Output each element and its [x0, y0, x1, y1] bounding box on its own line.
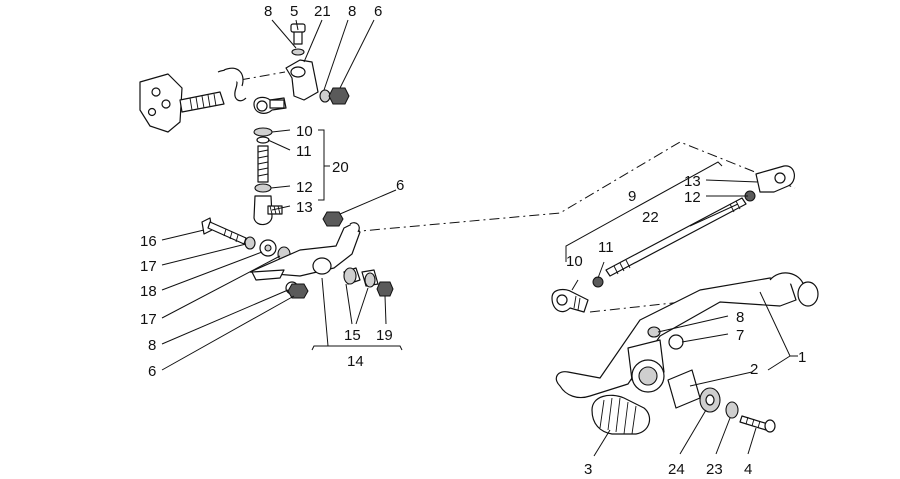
rear-linkage-rod: [551, 165, 795, 313]
callout-12-right: 12: [684, 189, 701, 206]
callout-23: 23: [706, 461, 723, 478]
callout-8-top-right: 8: [348, 3, 356, 20]
callout-16: 16: [140, 233, 157, 250]
callout-6-middle: 6: [396, 177, 404, 194]
callout-19: 19: [376, 327, 393, 344]
leader-lines: [161, 19, 798, 457]
lower-shift-lever: [249, 222, 394, 299]
callout-8-top: 8: [264, 3, 272, 20]
callout-17-lower: 17: [140, 311, 157, 328]
callout-13-right: 13: [684, 173, 701, 190]
callout-20: 20: [332, 159, 349, 176]
callout-5: 5: [290, 3, 298, 20]
callout-15: 15: [344, 327, 361, 344]
callout-7: 7: [736, 327, 744, 344]
callout-14: 14: [347, 353, 364, 370]
callout-10-right: 10: [566, 253, 583, 270]
callout-numbers: 8 5 21 8 6 10 11 20 12 13 6 16 17 18 17 …: [140, 3, 806, 478]
upper-shift-arm: [285, 23, 350, 105]
callout-24: 24: [668, 461, 685, 478]
callout-3: 3: [584, 461, 592, 478]
callout-6-top: 6: [374, 3, 382, 20]
assembly-guide-lines: [239, 71, 796, 313]
callout-8-left: 8: [148, 337, 156, 354]
upper-ball-joint: [253, 96, 287, 114]
shaft-spline: [189, 93, 217, 111]
callout-6-left: 6: [148, 363, 156, 380]
callout-11-left: 11: [296, 143, 312, 160]
gearbox-shaft-assembly: [139, 67, 247, 133]
callout-4: 4: [744, 461, 752, 478]
pivot-bolt-16: [201, 217, 291, 262]
callout-22: 22: [642, 209, 659, 226]
callout-1: 1: [798, 349, 806, 366]
callout-10-left: 10: [296, 123, 313, 140]
pedal-rubber: [591, 394, 651, 435]
callout-2: 2: [750, 361, 758, 378]
vertical-linkage-rod: [253, 127, 283, 226]
callout-8-right: 8: [736, 309, 744, 326]
callout-11-right: 11: [598, 239, 614, 256]
callout-9: 9: [628, 188, 636, 205]
callout-17-upper: 17: [140, 258, 157, 275]
callout-13-left: 13: [296, 199, 313, 216]
callout-12-left: 12: [296, 179, 313, 196]
callout-21: 21: [314, 3, 331, 20]
callout-18: 18: [140, 283, 157, 300]
gear-pedal-lever: [555, 272, 819, 433]
nut-middle: [322, 211, 344, 227]
